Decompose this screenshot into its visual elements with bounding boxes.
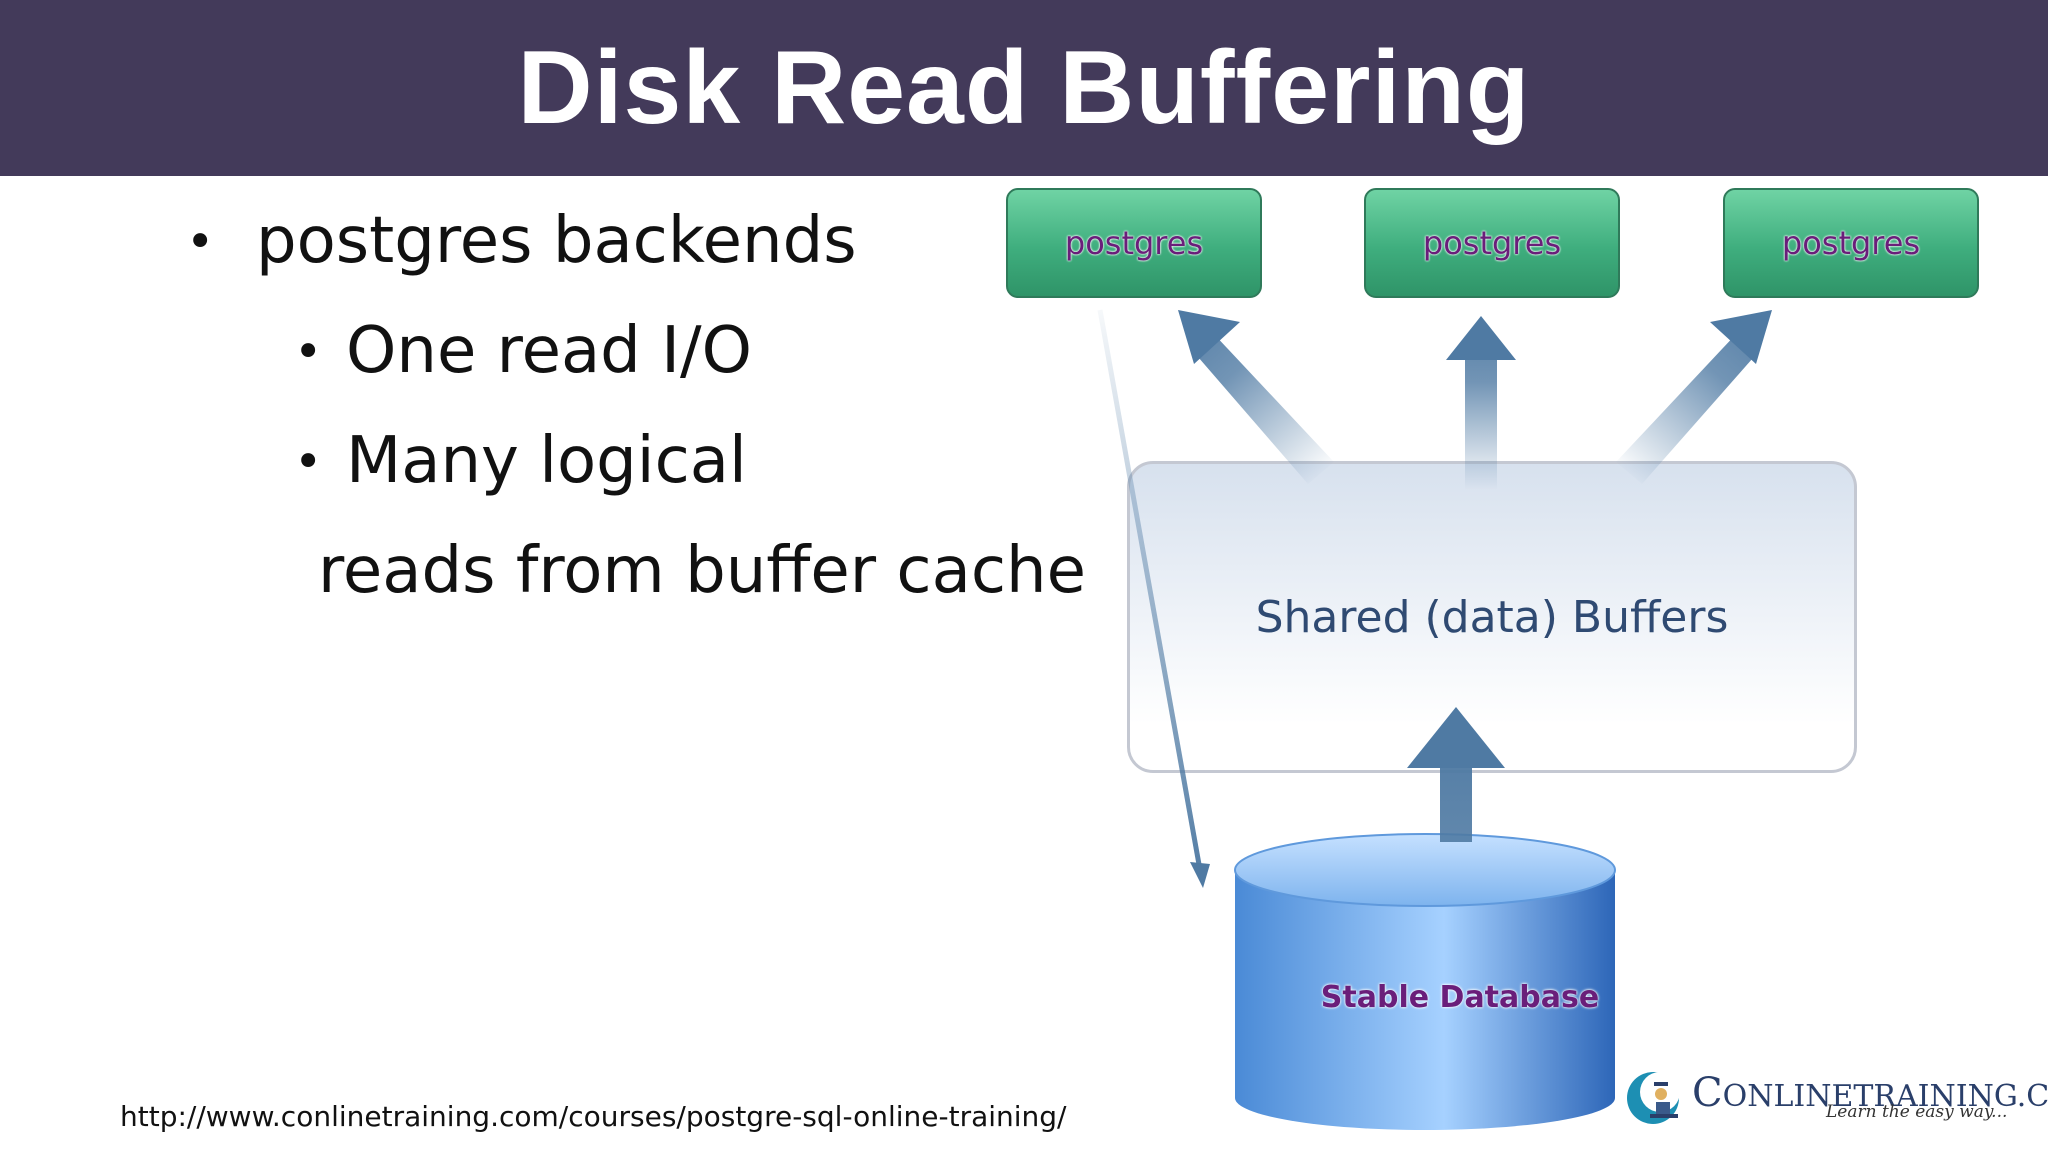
bullet-item-continuation: reads from buffer cache	[318, 534, 1086, 608]
bullet-item-many-logical: • Many logical	[294, 424, 747, 498]
database-label: Stable Database	[1320, 980, 1600, 1015]
logo-initial: C	[1692, 1070, 1723, 1116]
bullet-marker: •	[294, 434, 323, 490]
database-cylinder	[1234, 833, 1616, 1130]
read-io-arrow	[1097, 309, 1210, 888]
postgres-process-box: postgres	[1364, 188, 1620, 298]
course-url[interactable]: http://www.conlinetraining.com/courses/p…	[120, 1100, 1067, 1133]
arrow-db-to-buffers	[1407, 707, 1505, 842]
postgres-process-box: postgres	[1723, 188, 1979, 298]
logo-tagline: Learn the easy way...	[1826, 1102, 2008, 1122]
logo-name: CONLINETRAINING.COM	[1692, 1070, 2048, 1116]
slide-title: Disk Read Buffering	[517, 29, 1531, 146]
bullet-item-one-read: • One read I/O	[294, 314, 752, 388]
bullet-text: postgres backends	[256, 204, 857, 278]
bullet-marker: •	[186, 214, 215, 270]
bullet-marker: •	[294, 324, 323, 380]
postgres-process-box: postgres	[1006, 188, 1262, 298]
title-bar: Disk Read Buffering	[0, 0, 2048, 176]
postgres-process-label: postgres	[1064, 224, 1204, 262]
arrow-to-postgres-3	[1616, 310, 1772, 484]
bullet-list: • postgres backends • One read I/O • Man…	[0, 0, 1100, 1000]
shared-buffers-label: Shared (data) Buffers	[1255, 592, 1729, 643]
bullet-item-postgres-backends: • postgres backends	[186, 204, 857, 278]
postgres-process-label: postgres	[1781, 224, 1921, 262]
logo-name-rest: ONLINETRAINING.COM	[1722, 1079, 2048, 1114]
arrow-to-postgres-1	[1178, 310, 1334, 484]
bullet-text: reads from buffer cache	[318, 534, 1086, 608]
logo-icon	[1627, 1072, 1680, 1124]
postgres-process-label: postgres	[1422, 224, 1562, 262]
bullet-text: Many logical	[346, 424, 747, 498]
bullet-text: One read I/O	[346, 314, 752, 388]
arrow-to-postgres-2	[1446, 316, 1516, 490]
